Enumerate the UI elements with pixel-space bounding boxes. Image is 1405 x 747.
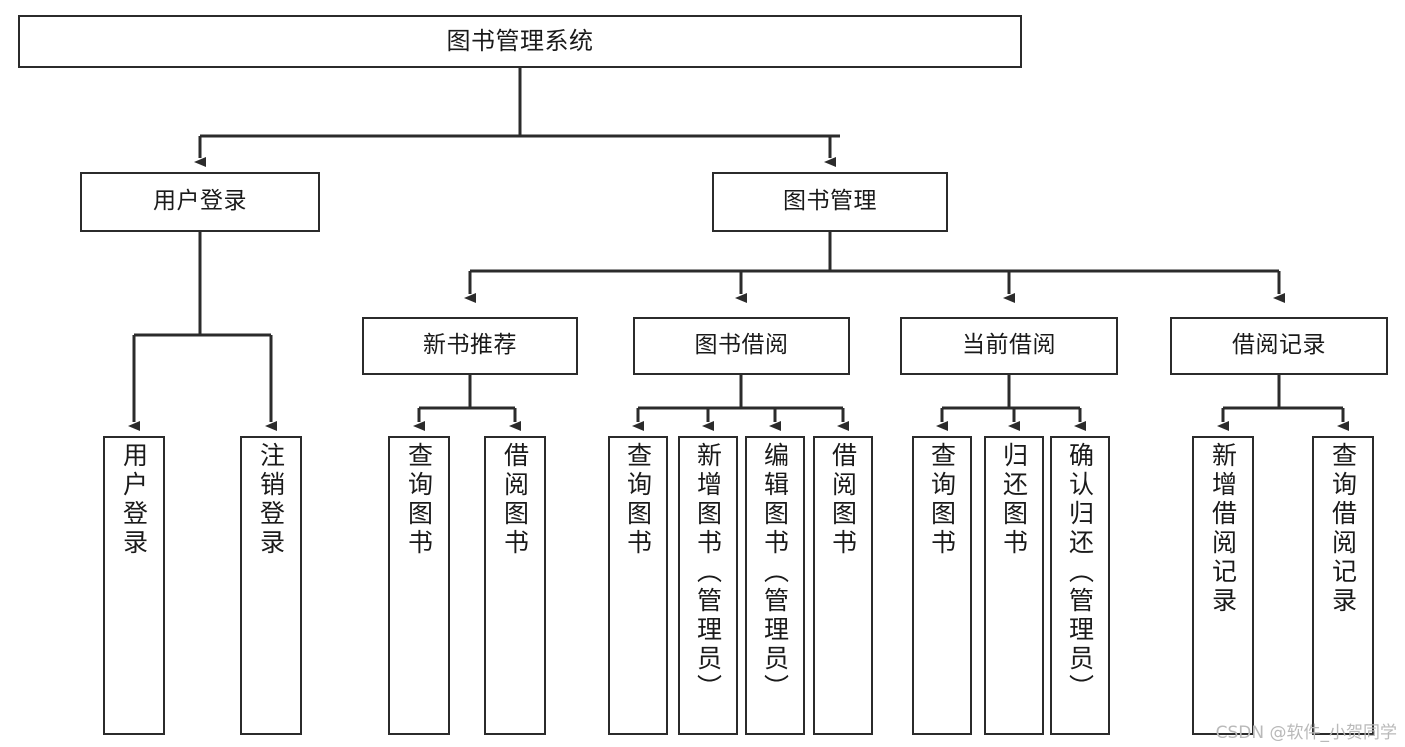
- node-leaf-borrow-book-rec-label: 借阅图书: [500, 442, 530, 558]
- node-leaf-borrow-book[interactable]: 借阅图书: [813, 436, 873, 735]
- node-leaf-query-borrow-record-label: 查询借阅记录: [1328, 442, 1358, 616]
- node-leaf-query-book-current-label: 查询图书: [927, 442, 957, 558]
- node-borrow-record-label: 借阅记录: [1232, 332, 1326, 359]
- node-leaf-confirm-return-admin[interactable]: 确认归还（管理员）: [1050, 436, 1110, 735]
- node-leaf-return-book[interactable]: 归还图书: [984, 436, 1044, 735]
- node-leaf-confirm-return-admin-label: 确认归还（管理员）: [1065, 442, 1095, 703]
- node-current-borrow-label: 当前借阅: [962, 332, 1056, 359]
- node-borrow-record[interactable]: 借阅记录: [1170, 317, 1388, 375]
- node-root[interactable]: 图书管理系统: [18, 15, 1022, 68]
- node-leaf-add-borrow-record-label: 新增借阅记录: [1208, 442, 1238, 616]
- node-book-manage[interactable]: 图书管理: [712, 172, 948, 232]
- node-leaf-user-login-label: 用户登录: [119, 442, 149, 558]
- node-book-borrow[interactable]: 图书借阅: [633, 317, 850, 375]
- node-root-label: 图书管理系统: [446, 27, 594, 56]
- node-user-login[interactable]: 用户登录: [80, 172, 320, 232]
- node-leaf-borrow-book-rec[interactable]: 借阅图书: [484, 436, 546, 735]
- node-leaf-query-borrow-record[interactable]: 查询借阅记录: [1312, 436, 1374, 735]
- node-leaf-user-logout[interactable]: 注销登录: [240, 436, 302, 735]
- node-leaf-borrow-book-label: 借阅图书: [828, 442, 858, 558]
- node-leaf-user-login[interactable]: 用户登录: [103, 436, 165, 735]
- node-leaf-query-book-rec-label: 查询图书: [404, 442, 434, 558]
- node-book-borrow-label: 图书借阅: [694, 332, 789, 359]
- node-leaf-edit-book-admin[interactable]: 编辑图书（管理员）: [745, 436, 805, 735]
- node-book-manage-label: 图书管理: [783, 188, 877, 215]
- node-current-borrow[interactable]: 当前借阅: [900, 317, 1118, 375]
- node-leaf-query-book-rec[interactable]: 查询图书: [388, 436, 450, 735]
- node-leaf-query-book-borrow[interactable]: 查询图书: [608, 436, 668, 735]
- watermark: CSDN @软件_小贺同学: [1215, 723, 1397, 743]
- node-leaf-edit-book-admin-label: 编辑图书（管理员）: [760, 442, 790, 703]
- node-leaf-query-book-borrow-label: 查询图书: [623, 442, 653, 558]
- node-new-book-recommend[interactable]: 新书推荐: [362, 317, 578, 375]
- node-leaf-return-book-label: 归还图书: [999, 442, 1029, 558]
- node-leaf-add-borrow-record[interactable]: 新增借阅记录: [1192, 436, 1254, 735]
- node-user-login-label: 用户登录: [153, 188, 247, 215]
- node-leaf-add-book-admin-label: 新增图书（管理员）: [693, 442, 723, 703]
- node-leaf-user-logout-label: 注销登录: [256, 442, 286, 558]
- node-leaf-add-book-admin[interactable]: 新增图书（管理员）: [678, 436, 738, 735]
- node-leaf-query-book-current[interactable]: 查询图书: [912, 436, 972, 735]
- node-new-book-recommend-label: 新书推荐: [423, 332, 517, 359]
